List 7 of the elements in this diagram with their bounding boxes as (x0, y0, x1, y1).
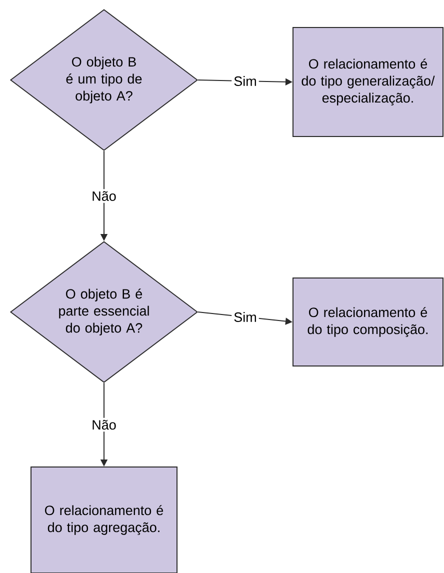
edge-label: Não (90, 189, 118, 203)
process-box: O relacionamento é do tipo agregação. (30, 466, 178, 573)
process-box: O relacionamento é do tipo generalização/ especialização. (292, 27, 444, 137)
edge-label: Não (90, 418, 118, 432)
process-box: O relacionamento é do tipo composição. (292, 278, 444, 366)
edge-label: Sim (232, 74, 259, 88)
edge-label: Sim (232, 310, 259, 324)
